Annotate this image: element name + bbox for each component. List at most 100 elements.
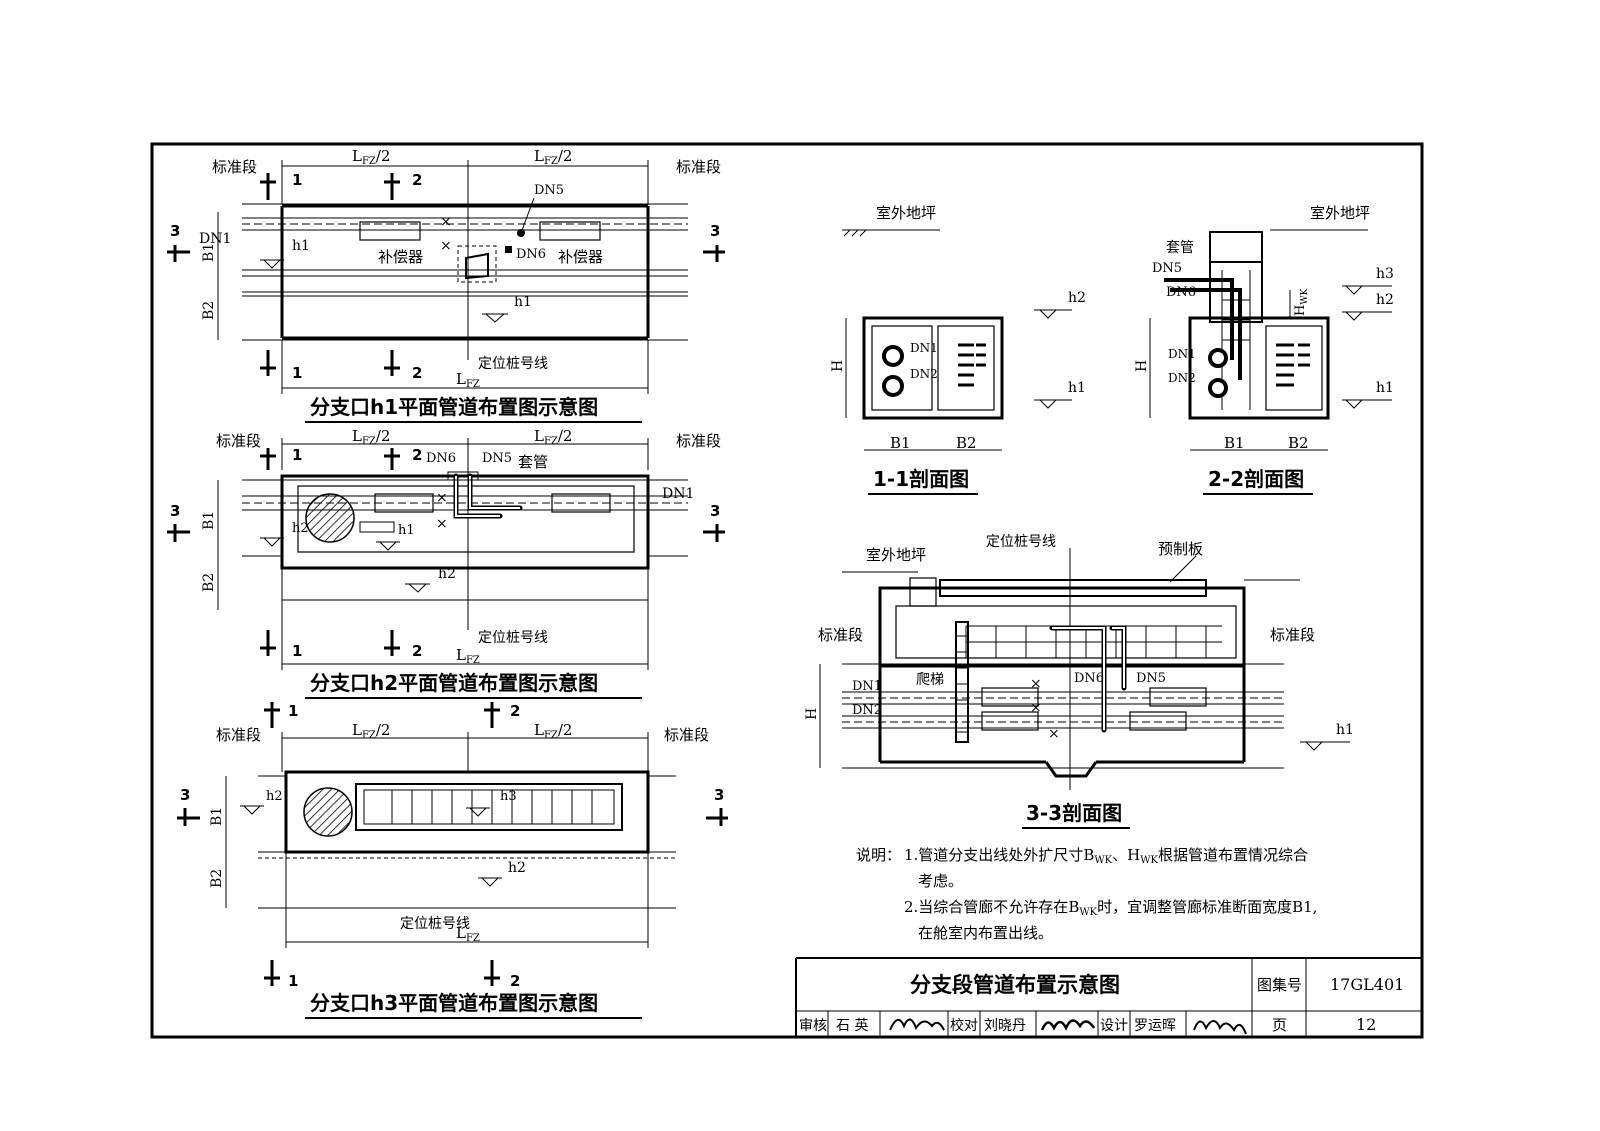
notes: 说明： 1.管道分支出线处外扩尺寸BWK、HWK根据管道布置情况综合 考虑。 2… bbox=[856, 846, 1317, 942]
dim-half-right: LFZ/2 bbox=[534, 427, 572, 447]
dim-half-left: LFZ/2 bbox=[352, 721, 390, 741]
checker-name: 刘晓丹 bbox=[984, 1018, 1026, 1034]
h1-label-b: h1 bbox=[514, 294, 532, 310]
note-line-2: 考虑。 bbox=[918, 872, 963, 890]
ladder-label: 爬梯 bbox=[916, 672, 944, 688]
sec-mark-3-left: 3 bbox=[180, 786, 190, 804]
section-1-1: 室外地坪 DN1 DN2 H B1 B2 h2 h1 1-1剖面图 bbox=[830, 204, 1086, 495]
dn6-label: DN6 bbox=[1074, 671, 1104, 686]
sec-mark-2-top: 2 bbox=[510, 702, 520, 720]
b1-label: B1 bbox=[201, 243, 217, 262]
b2-label: B2 bbox=[201, 573, 217, 592]
pile-line-label: 定位桩号线 bbox=[986, 533, 1056, 550]
h1-label: h1 bbox=[1068, 380, 1086, 396]
dn5-label: DN5 bbox=[534, 183, 564, 198]
plan-h1: 标准段 标准段 LFZ/2 LFZ/2 1 2 补偿器 补偿器 bbox=[167, 147, 725, 423]
dim-half-left: LFZ/2 bbox=[352, 147, 390, 167]
b2-label: B2 bbox=[956, 434, 977, 452]
ground-label: 室外地坪 bbox=[866, 546, 926, 564]
dn6-label: DN6 bbox=[1166, 285, 1196, 300]
h2-label-a: h2 bbox=[266, 789, 283, 804]
h-label: H bbox=[804, 708, 820, 720]
atlas-number: 17GL401 bbox=[1330, 975, 1404, 994]
plan-h2: 标准段 标准段 LFZ/2 LFZ/2 1 2 DN6 DN5 套管 bbox=[167, 427, 725, 699]
std-label-right: 标准段 bbox=[676, 158, 721, 176]
sleeve-label: 套管 bbox=[1166, 240, 1194, 256]
sheet-border bbox=[150, 142, 1424, 1039]
ground-label: 室外地坪 bbox=[876, 204, 936, 222]
section-3-title: 3-3剖面图 bbox=[1026, 801, 1122, 825]
dn2-label: DN2 bbox=[1168, 371, 1196, 385]
b2-label: B2 bbox=[201, 301, 217, 320]
dn5-label: DN5 bbox=[482, 451, 512, 466]
sec-mark-1-bottom: 1 bbox=[288, 972, 298, 990]
notes-label: 说明： bbox=[856, 846, 901, 864]
dn2-label: DN2 bbox=[852, 703, 882, 718]
dn6-label: DN6 bbox=[426, 451, 456, 466]
std-label-right: 标准段 bbox=[1270, 626, 1315, 644]
dn1-label: DN1 bbox=[852, 679, 882, 694]
sec-mark-3-left: 3 bbox=[170, 502, 180, 520]
sec-mark-2-bottom: 2 bbox=[510, 972, 520, 990]
std-label-left: 标准段 bbox=[818, 626, 863, 644]
svg-text:×: × bbox=[440, 238, 452, 254]
section-3-3: 室外地坪 定位桩号线 预制板 标准段 标准段 bbox=[804, 533, 1354, 829]
dim-half-right: LFZ/2 bbox=[534, 147, 572, 167]
sec-mark-2-top: 2 bbox=[412, 446, 422, 464]
dn1-label: DN1 bbox=[199, 231, 231, 247]
dn1-label: DN1 bbox=[910, 341, 938, 355]
section-2-2: 室外地坪 套管 DN5 DN6 DN1 DN2 H HWK B1 bbox=[1134, 204, 1394, 495]
sec-mark-2-bottom: 2 bbox=[412, 364, 422, 382]
h3-label: h3 bbox=[1376, 266, 1394, 282]
b2-label: B2 bbox=[209, 869, 225, 888]
page-label: 页 bbox=[1272, 1016, 1287, 1034]
dim-total: LFZ bbox=[456, 924, 480, 944]
dn5-label: DN5 bbox=[1136, 671, 1166, 686]
title-block: 分支段管道布置示意图 图集号 17GL401 审核 石 英 校对 刘晓丹 设计 … bbox=[795, 957, 1422, 1037]
svg-text:×: × bbox=[436, 516, 448, 532]
compensator-label-left: 补偿器 bbox=[378, 248, 423, 266]
h1-label-a: h1 bbox=[292, 238, 310, 254]
hwk-label: HWK bbox=[1293, 288, 1310, 316]
std-label-right: 标准段 bbox=[664, 726, 709, 744]
svg-text:×: × bbox=[440, 214, 452, 230]
h2-label: h2 bbox=[1376, 292, 1394, 308]
h3-label: h3 bbox=[500, 789, 517, 804]
compensator-label-right: 补偿器 bbox=[558, 248, 603, 266]
pile-line-label: 定位桩号线 bbox=[478, 355, 548, 372]
plan-h2-title: 分支口h2平面管道布置图示意图 bbox=[310, 671, 598, 695]
sec-mark-1-top: 1 bbox=[292, 446, 302, 464]
dim-total: LFZ bbox=[456, 646, 480, 666]
h1-label: h1 bbox=[1336, 722, 1354, 738]
dim-half-right: LFZ/2 bbox=[534, 721, 572, 741]
plan-h1-title: 分支口h1平面管道布置图示意图 bbox=[310, 395, 598, 419]
std-label-left: 标准段 bbox=[212, 158, 257, 176]
checker-signature bbox=[1040, 1019, 1096, 1031]
b1-label: B1 bbox=[209, 807, 225, 826]
dn2-label: DN2 bbox=[910, 367, 938, 381]
h-label: H bbox=[1134, 360, 1150, 372]
b2-label: B2 bbox=[1288, 434, 1309, 452]
sec-mark-3-right: 3 bbox=[714, 786, 724, 804]
dn1-label: DN1 bbox=[662, 486, 694, 502]
drawing-title: 分支段管道布置示意图 bbox=[910, 973, 1120, 997]
b1-label: B1 bbox=[1224, 434, 1245, 452]
svg-text:×: × bbox=[1030, 700, 1042, 716]
h2-label-a: h2 bbox=[292, 521, 309, 536]
sec-mark-3-right: 3 bbox=[710, 502, 720, 520]
h-label: H bbox=[830, 360, 846, 372]
sec-mark-1-top: 1 bbox=[288, 702, 298, 720]
note-line-4: 在舱室内布置出线。 bbox=[918, 924, 1053, 942]
ground-label: 室外地坪 bbox=[1310, 204, 1370, 222]
svg-text:×: × bbox=[1048, 726, 1060, 742]
dim-total: LFZ bbox=[456, 370, 480, 390]
sec-mark-2-top: 2 bbox=[412, 171, 422, 189]
b1-label: B1 bbox=[201, 511, 217, 530]
plan-h3-title: 分支口h3平面管道布置图示意图 bbox=[310, 991, 598, 1015]
svg-text:×: × bbox=[1030, 676, 1042, 692]
reviewer-name: 石 英 bbox=[836, 1017, 868, 1034]
std-label-left: 标准段 bbox=[216, 726, 261, 744]
pile-line-label: 定位桩号线 bbox=[478, 629, 548, 646]
h2-label-b: h2 bbox=[508, 860, 526, 876]
